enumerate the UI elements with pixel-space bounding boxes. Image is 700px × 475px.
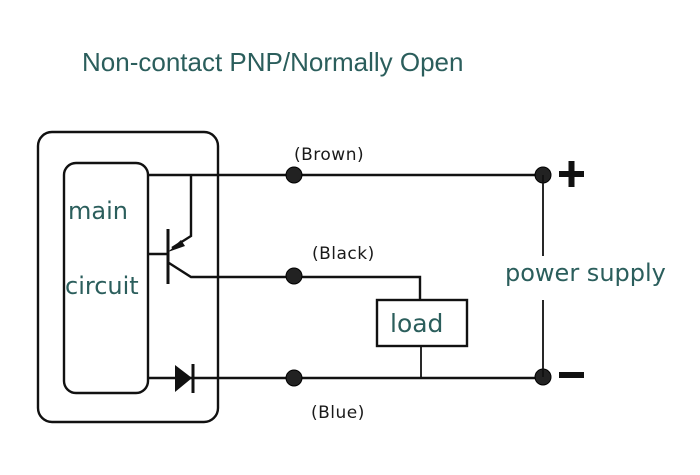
brown-wire-label: (Brown) [294,145,364,165]
transistor-emitter-lead [171,175,193,250]
main-circuit-label-line2: circuit [65,272,139,300]
minus-icon [559,372,584,378]
diode-icon [175,365,192,392]
blue-terminal-dot [285,369,303,387]
brown-terminal-dot [285,166,303,184]
blue-wire-label: (Blue) [311,403,365,423]
load-box [375,298,469,348]
black-wire [168,261,422,300]
plus-icon [559,161,584,187]
emitter-arrow-icon [168,240,185,252]
black-terminal-dot [285,267,303,285]
load-label: load [390,309,443,338]
power-supply-label: power supply [505,259,666,287]
diagram-title: Non-contact PNP/Normally Open [82,47,463,77]
main-circuit-label-line1: main [68,197,128,225]
main-circuit-block [62,161,150,395]
black-wire-label: (Black) [312,244,375,264]
